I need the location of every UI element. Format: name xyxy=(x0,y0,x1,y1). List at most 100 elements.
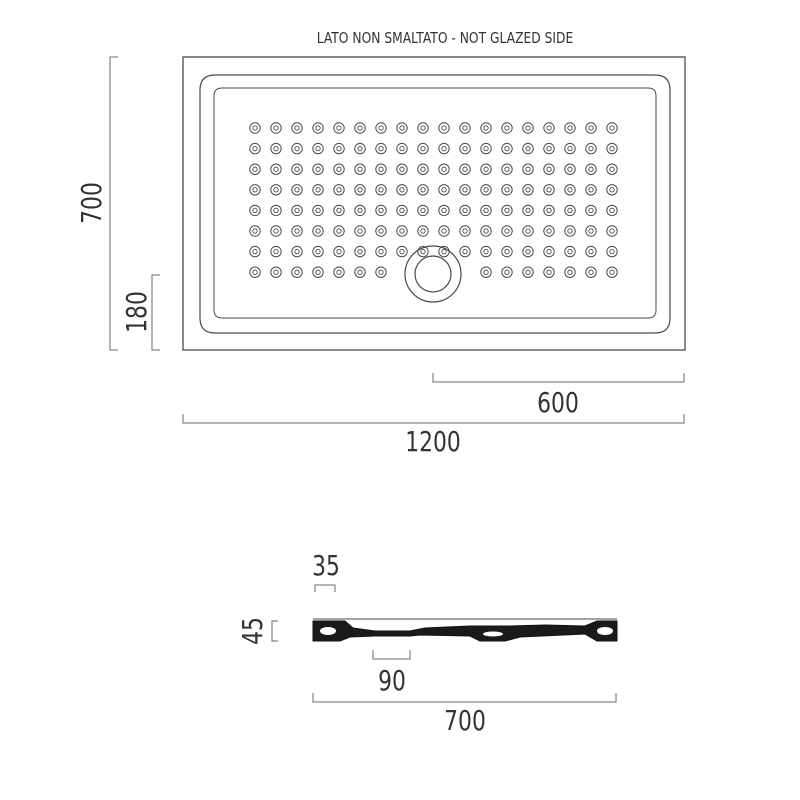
anti-slip-dot-inner xyxy=(588,166,594,172)
anti-slip-dot-inner xyxy=(609,207,615,214)
anti-slip-dot-outer xyxy=(270,225,282,237)
anti-slip-dot-outer xyxy=(417,245,429,258)
anti-slip-dot-outer xyxy=(501,122,513,134)
anti-slip-dot-outer xyxy=(564,163,576,175)
anti-slip-dot-inner xyxy=(336,145,342,152)
section-cavity-left xyxy=(320,627,336,635)
anti-slip-dot-outer xyxy=(291,142,303,155)
anti-slip-dot-outer xyxy=(270,163,282,175)
dim-line-depth xyxy=(312,693,617,703)
anti-slip-dot-inner xyxy=(273,207,279,214)
tray-section-profile xyxy=(312,620,618,642)
anti-slip-dot-inner xyxy=(546,207,552,214)
anti-slip-dot-outer xyxy=(438,225,450,237)
anti-slip-dot-outer xyxy=(480,163,492,175)
dim-line-height xyxy=(109,56,118,351)
anti-slip-dot-outer xyxy=(564,266,576,278)
anti-slip-dot-outer xyxy=(501,184,513,196)
anti-slip-dot-outer xyxy=(249,266,261,278)
anti-slip-dot-inner xyxy=(378,248,384,255)
anti-slip-dot-outer xyxy=(543,245,555,258)
anti-slip-dot-inner xyxy=(567,166,573,172)
anti-slip-dot-inner xyxy=(525,269,531,275)
anti-slip-dot-outer xyxy=(606,163,618,175)
anti-slip-dot-inner xyxy=(315,269,321,275)
anti-slip-dot-inner xyxy=(567,269,573,275)
anti-slip-dot-inner xyxy=(420,207,426,214)
anti-slip-dot-inner xyxy=(378,187,384,193)
anti-slip-dot-outer xyxy=(501,163,513,175)
anti-slip-dot-inner xyxy=(525,248,531,255)
anti-slip-dot-outer xyxy=(375,225,387,237)
dim-depth-label: 700 xyxy=(444,704,486,736)
anti-slip-dot-outer xyxy=(585,204,597,217)
anti-slip-dot-inner xyxy=(462,207,468,214)
anti-slip-dot-inner xyxy=(567,228,573,234)
anti-slip-dot-inner xyxy=(357,187,363,193)
anti-slip-dot-outer xyxy=(333,204,345,217)
anti-slip-dot-outer xyxy=(543,225,555,237)
anti-slip-dot-outer xyxy=(543,122,555,134)
anti-slip-dot-outer xyxy=(606,266,618,278)
anti-slip-dot-inner xyxy=(273,269,279,275)
anti-slip-dot-outer xyxy=(585,184,597,196)
anti-slip-dot-outer xyxy=(564,204,576,217)
anti-slip-dot-outer xyxy=(270,204,282,217)
anti-slip-dot-inner xyxy=(546,125,552,131)
anti-slip-dot-inner xyxy=(567,207,573,214)
anti-slip-dot-inner xyxy=(357,145,363,152)
anti-slip-dot-outer xyxy=(480,266,492,278)
dim-line-drain-offset xyxy=(151,274,160,351)
anti-slip-dot-outer xyxy=(564,184,576,196)
anti-slip-dot-inner xyxy=(504,187,510,193)
anti-slip-dot-inner xyxy=(546,248,552,255)
anti-slip-dot-outer xyxy=(312,142,324,155)
anti-slip-dot-inner xyxy=(567,187,573,193)
anti-slip-dot-inner xyxy=(252,166,258,172)
anti-slip-dot-outer xyxy=(564,245,576,258)
anti-slip-dot-inner xyxy=(273,248,279,255)
anti-slip-dot-inner xyxy=(336,207,342,214)
anti-slip-dot-outer xyxy=(333,266,345,278)
anti-slip-dot-inner xyxy=(546,166,552,172)
anti-slip-dot-inner xyxy=(483,207,489,214)
anti-slip-dot-inner xyxy=(273,187,279,193)
anti-slip-dot-outer xyxy=(333,163,345,175)
anti-slip-dot-outer xyxy=(375,266,387,278)
anti-slip-dot-outer xyxy=(396,245,408,258)
anti-slip-dot-inner xyxy=(441,125,447,131)
anti-slip-dot-inner xyxy=(378,166,384,172)
anti-slip-dot-inner xyxy=(336,166,342,172)
anti-slip-dot-inner xyxy=(588,207,594,214)
anti-slip-dot-outer xyxy=(291,225,303,237)
anti-slip-dot-inner xyxy=(252,207,258,214)
anti-slip-dot-outer xyxy=(417,142,429,155)
section-cavity-right xyxy=(597,627,613,635)
anti-slip-dot-inner xyxy=(315,166,321,172)
anti-slip-dot-outer xyxy=(333,122,345,134)
anti-slip-dot-inner xyxy=(336,125,342,131)
anti-slip-dot-outer xyxy=(354,163,366,175)
anti-slip-dot-inner xyxy=(273,125,279,131)
dim-half-width-label: 600 xyxy=(537,386,579,418)
anti-slip-dot-inner xyxy=(567,145,573,152)
anti-slip-dot-outer xyxy=(312,225,324,237)
anti-slip-dot-outer xyxy=(480,204,492,217)
anti-slip-dots xyxy=(249,122,618,278)
anti-slip-dot-inner xyxy=(483,125,489,131)
anti-slip-dot-outer xyxy=(417,204,429,217)
anti-slip-dot-inner xyxy=(399,187,405,193)
anti-slip-dot-outer xyxy=(480,225,492,237)
anti-slip-dot-outer xyxy=(291,266,303,278)
anti-slip-dot-outer xyxy=(459,122,471,134)
anti-slip-dot-inner xyxy=(399,207,405,214)
anti-slip-dot-outer xyxy=(438,184,450,196)
anti-slip-dot-inner xyxy=(504,207,510,214)
anti-slip-dot-inner xyxy=(504,166,510,172)
anti-slip-dot-inner xyxy=(525,228,531,234)
anti-slip-dot-inner xyxy=(357,207,363,214)
anti-slip-dot-inner xyxy=(609,187,615,193)
anti-slip-dot-outer xyxy=(501,266,513,278)
anti-slip-dot-outer xyxy=(606,225,618,237)
anti-slip-dot-inner xyxy=(252,228,258,234)
